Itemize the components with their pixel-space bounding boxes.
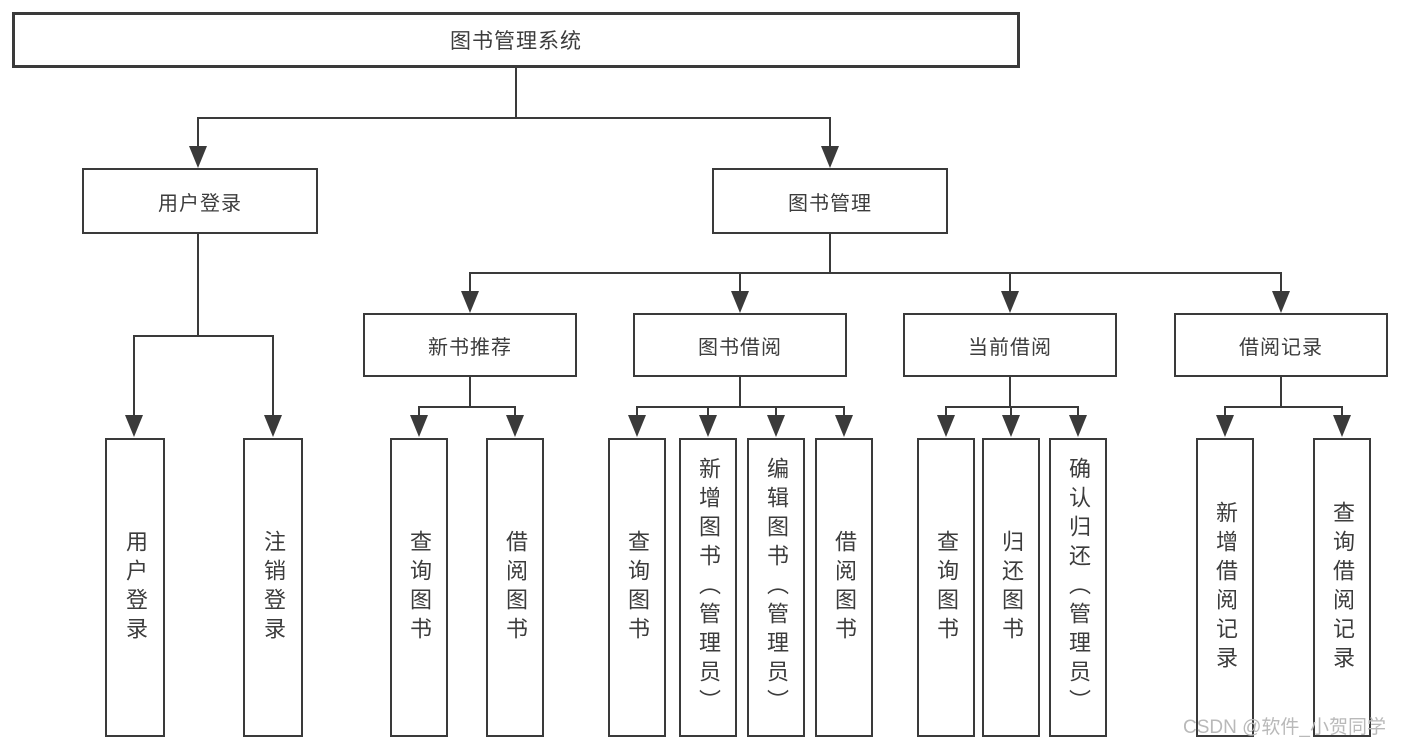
connector-line [133,335,274,337]
arrow-down-icon [835,415,853,437]
connector-line [469,272,1282,274]
arrow-down-icon [264,415,282,437]
arrow-down-icon [767,415,785,437]
leaf-borrow-books: 借阅图书 [815,438,873,737]
connector-line [1010,406,1012,416]
node-label: 新增借阅记录 [1213,500,1238,675]
node-label: 编辑图书（管理员） [764,457,789,718]
node-book-borrowing: 图书借阅 [633,313,847,377]
connector-line [636,406,844,408]
connector-line [1224,406,1226,416]
connector-line [1224,406,1343,408]
leaf-confirm-return-admin: 确认归还（管理员） [1049,438,1107,737]
connector-line [775,406,777,416]
leaf-borrow-books-recommend: 借阅图书 [486,438,544,737]
arrow-down-icon [189,146,207,168]
connector-line [469,377,471,408]
node-label: 查询图书 [934,529,959,646]
node-user-login: 用户登录 [82,168,318,234]
node-library-management-system: 图书管理系统 [12,12,1020,68]
leaf-return-books: 归还图书 [982,438,1040,737]
connector-line [197,117,831,119]
arrow-down-icon [410,415,428,437]
node-label: 查询图书 [625,529,650,646]
csdn-watermark: CSDN @软件_小贺同学 [1183,717,1386,738]
connector-line [829,233,831,274]
arrow-down-icon [1001,291,1019,313]
node-label: 注销登录 [261,529,286,646]
arrow-down-icon [506,415,524,437]
connector-line [1009,377,1011,408]
leaf-query-books-recommend: 查询图书 [390,438,448,737]
leaf-query-books: 查询图书 [608,438,666,737]
connector-line [739,272,741,292]
node-label: 归还图书 [999,529,1024,646]
node-label: 确认归还（管理员） [1066,457,1091,718]
node-label: 借阅图书 [503,529,528,646]
node-label: 新书推荐 [428,336,512,359]
node-label: 图书管理 [788,192,872,215]
arrow-down-icon [937,415,955,437]
connector-line [514,406,516,416]
connector-line [1077,406,1079,416]
node-borrowing-records: 借阅记录 [1174,313,1388,377]
arrow-down-icon [1002,415,1020,437]
connector-line [515,68,517,119]
arrow-down-icon [461,291,479,313]
connector-line [843,406,845,416]
node-label: 图书管理系统 [450,30,582,53]
arrow-down-icon [699,415,717,437]
arrow-down-icon [628,415,646,437]
node-label: 查询借阅记录 [1330,500,1355,675]
arrow-down-icon [1069,415,1087,437]
connector-line [197,233,199,337]
leaf-add-borrow-record: 新增借阅记录 [1196,438,1254,737]
connector-line [739,377,741,408]
node-label: 借阅图书 [832,529,857,646]
node-label: 用户登录 [123,529,148,646]
leaf-query-borrow-record: 查询借阅记录 [1313,438,1371,737]
connector-line [469,272,471,292]
node-label: 借阅记录 [1239,336,1323,359]
node-label: 新增图书（管理员） [696,457,721,718]
leaf-query-books-current: 查询图书 [917,438,975,737]
connector-line [1341,406,1343,416]
node-book-management: 图书管理 [712,168,948,234]
connector-line [945,406,947,416]
node-label: 用户登录 [158,192,242,215]
leaf-add-books-admin: 新增图书（管理员） [679,438,737,737]
leaf-logout: 注销登录 [243,438,303,737]
arrow-down-icon [125,415,143,437]
node-new-book-recommendation: 新书推荐 [363,313,577,377]
node-current-borrowing: 当前借阅 [903,313,1117,377]
arrow-down-icon [821,146,839,168]
leaf-user-login: 用户登录 [105,438,165,737]
arrow-down-icon [1216,415,1234,437]
connector-line [197,117,199,148]
connector-line [945,406,1079,408]
connector-line [636,406,638,416]
connector-line [1280,377,1282,408]
connector-line [133,335,135,416]
leaf-edit-books-admin: 编辑图书（管理员） [747,438,805,737]
connector-line [829,117,831,148]
node-label: 查询图书 [407,529,432,646]
connector-line [1009,272,1011,292]
connector-line [272,335,274,416]
node-label: 图书借阅 [698,336,782,359]
connector-line [418,406,516,408]
connector-line [418,406,420,416]
arrow-down-icon [731,291,749,313]
arrow-down-icon [1333,415,1351,437]
connector-line [1280,272,1282,292]
node-label: 当前借阅 [968,336,1052,359]
connector-line [707,406,709,416]
arrow-down-icon [1272,291,1290,313]
